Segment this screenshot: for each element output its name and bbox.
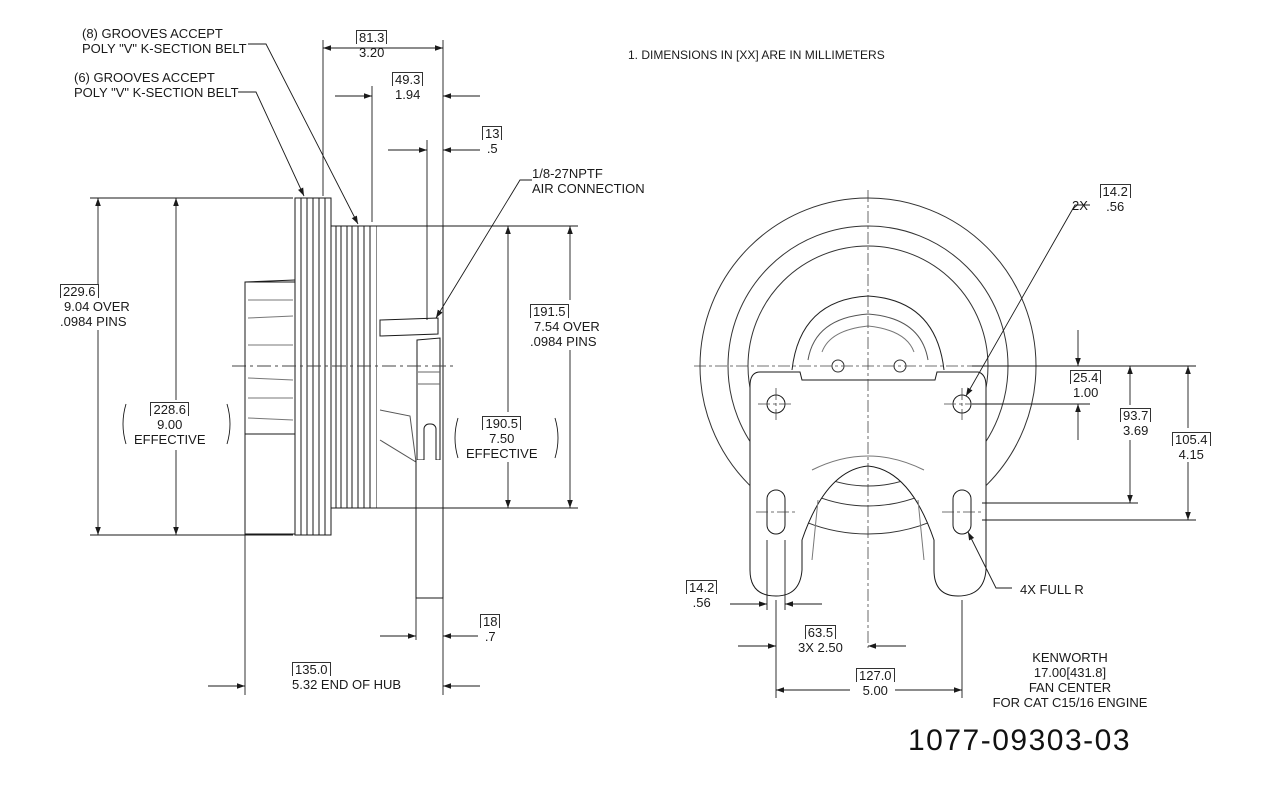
dim-105-mm: 105.4	[1172, 432, 1211, 446]
dim-hub-width-in: 1.94	[395, 87, 421, 102]
side-view-dimensions	[90, 40, 578, 695]
air-connection-thread: 1/8-27NPTF	[532, 166, 603, 181]
hub-outline	[244, 279, 296, 535]
pulley-8-groove	[330, 225, 378, 509]
dim-191-in: 7.54 OVER	[534, 319, 600, 334]
dim-overall-width-in: 3.20	[359, 45, 385, 60]
front-view-dimensions	[730, 204, 1196, 698]
dim-191-note: .0984 PINS	[530, 334, 597, 349]
dim-93: 93.7 3.69	[1120, 408, 1152, 438]
dim-14-slot-mm: 14.2	[686, 580, 718, 594]
dim-13-mm: 13	[482, 126, 503, 140]
title-line-4: FOR CAT C15/16 ENGINE	[992, 695, 1148, 710]
dim-191: 191.5 7.54 OVER .0984 PINS	[530, 304, 600, 349]
dim-105: 105.4 4.15	[1172, 432, 1211, 462]
grooves-8-label: (8) GROOVES ACCEPT POLY "V" K-SECTION BE…	[82, 26, 247, 56]
dim-2x-in: .56	[1106, 199, 1125, 214]
dim-hub-width: 49.3 1.94	[392, 72, 424, 102]
dim-2x-hole: 2X 14.2 .56	[1072, 184, 1131, 214]
dim-overall-width: 81.3 3.20	[356, 30, 388, 60]
air-connection-text: AIR CONNECTION	[532, 181, 645, 196]
dim-25-in: 1.00	[1073, 385, 1099, 400]
dim-105-in: 4.15	[1178, 447, 1204, 462]
dim-228-note: EFFECTIVE	[134, 432, 206, 447]
dim-14-slot: 14.2 .56	[686, 580, 718, 610]
dim-190-mm: 190.5	[482, 416, 522, 430]
dim-191-mm: 191.5	[530, 304, 569, 318]
dim-18-mm: 18	[480, 614, 501, 628]
dim-93-in: 3.69	[1123, 423, 1149, 438]
dim-93-mm: 93.7	[1120, 408, 1152, 422]
dim-228: 228.6 9.00 EFFECTIVE	[134, 402, 206, 447]
clutch-body	[377, 225, 444, 599]
dim-190-in: 7.50	[489, 431, 515, 446]
side-view	[232, 197, 456, 599]
dim-63-in: 3X 2.50	[798, 640, 843, 655]
title-line-2: 17.00[431.8]	[1033, 665, 1107, 680]
dim-63: 63.5 3X 2.50	[798, 625, 843, 655]
grooves-8-line2: POLY "V" K-SECTION BELT	[82, 41, 247, 56]
dim-127-in: 5.00	[862, 683, 888, 698]
grooves-6-line2: POLY "V" K-SECTION BELT	[74, 85, 239, 100]
dim-14-slot-in: .56	[692, 595, 711, 610]
dim-18: 18 .7	[480, 614, 501, 644]
mounting-bracket	[749, 371, 987, 597]
dim-63-mm: 63.5	[804, 625, 837, 639]
dim-18-in: .7	[484, 629, 496, 644]
dim-135: 135.0 5.32 END OF HUB	[292, 662, 401, 692]
dim-228-in: 9.00	[157, 417, 183, 432]
dim-overall-width-mm: 81.3	[356, 30, 388, 44]
dim-13-in: .5	[486, 141, 498, 156]
dim-228-mm: 228.6	[150, 402, 190, 416]
dim-135-in: 5.32 END OF HUB	[292, 677, 402, 692]
full-radius-label: 4X FULL R	[1020, 582, 1084, 597]
title-line-3: FAN CENTER	[1028, 680, 1112, 695]
dim-25-mm: 25.4	[1070, 370, 1102, 384]
dim-25: 25.4 1.00	[1070, 370, 1102, 400]
air-connection-label: 1/8-27NPTF AIR CONNECTION	[532, 166, 645, 196]
title-block: KENWORTH 17.00[431.8] FAN CENTER FOR CAT…	[970, 650, 1170, 710]
dim-135-mm: 135.0	[292, 662, 331, 676]
dim-127-mm: 127.0	[856, 668, 895, 682]
grooves-6-label: (6) GROOVES ACCEPT POLY "V" K-SECTION BE…	[74, 70, 239, 100]
dim-229-mm: 229.6	[60, 284, 99, 298]
dim-190-note: EFFECTIVE	[466, 446, 538, 461]
note-dimensions: 1. DIMENSIONS IN [XX] ARE IN MILLIMETERS	[628, 48, 885, 62]
dim-229-note: .0984 PINS	[60, 314, 127, 329]
dim-127: 127.0 5.00	[856, 668, 895, 698]
dim-hub-width-mm: 49.3	[392, 72, 424, 86]
front-view	[694, 190, 1040, 648]
dim-229-in: 9.04 OVER	[64, 299, 130, 314]
dim-2x-prefix: 2X	[1072, 198, 1088, 213]
part-number: 1077-09303-03	[908, 724, 1132, 757]
grooves-6-line1: (6) GROOVES ACCEPT	[74, 70, 215, 85]
dim-2x-mm: 14.2	[1099, 184, 1131, 198]
title-line-1: KENWORTH	[1032, 650, 1108, 665]
dim-190: 190.5 7.50 EFFECTIVE	[466, 416, 538, 461]
dim-13: 13 .5	[482, 126, 503, 156]
grooves-8-line1: (8) GROOVES ACCEPT	[82, 26, 223, 41]
dim-229: 229.6 9.04 OVER .0984 PINS	[60, 284, 130, 329]
